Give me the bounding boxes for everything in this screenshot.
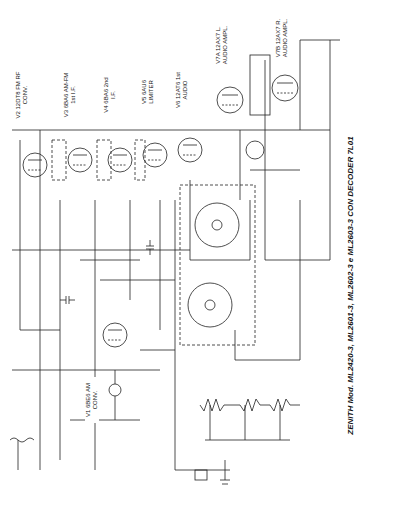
tube-label: V2 12DT8 FM RF CONV. <box>15 69 29 121</box>
schematic-title: ZENITH Mod. ML2420-3, ML2601-3, ML2602-3… <box>346 135 355 435</box>
tube-label: V6 12AT6 1st AUDIO <box>175 67 189 113</box>
tube-label: V1 6BE6 AM CONV. <box>85 377 99 423</box>
tube-label: V3 6BA6 AM-FM 1st I.F. <box>63 69 77 121</box>
tube-label: V5 6AU6 LIMITER <box>141 71 155 113</box>
tube-label: V7A 12AX7 L. AUDIO AMPL. <box>215 18 229 72</box>
tube-label: V7B 12AX7 R. AUDIO AMPL. <box>275 11 289 65</box>
tube-label: V4 6BA6 2nd I.F. <box>103 72 117 118</box>
